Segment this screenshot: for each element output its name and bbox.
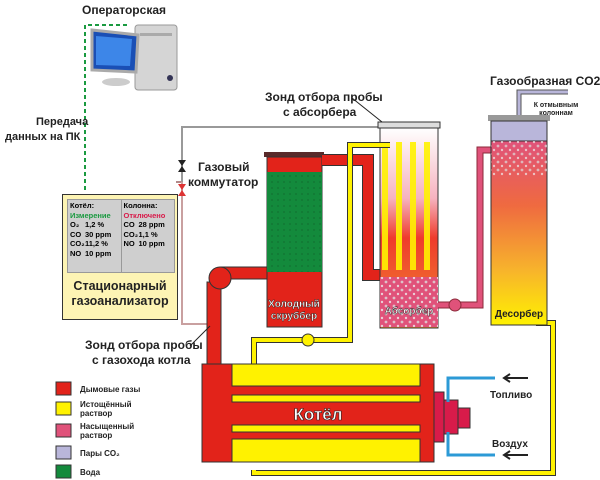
flue-gas-pipe <box>206 281 222 367</box>
absorber-label: Абсорбер <box>385 305 434 317</box>
gas-analyzer-title-line: Стационарный <box>73 279 167 293</box>
absorber-probe-pointer <box>351 97 383 123</box>
column-header: Колонна: <box>123 201 158 210</box>
legend-label: Пары CO₂ <box>80 449 120 458</box>
legend-label: раствор <box>80 431 112 440</box>
fuel-line <box>446 376 495 402</box>
legend <box>55 381 72 479</box>
gas-switch-label: Газовый <box>198 160 249 174</box>
co2-outlet-pipe <box>517 90 568 115</box>
pump-icon <box>301 333 315 347</box>
reading-name: O₂ <box>70 220 80 229</box>
air-line <box>446 432 495 457</box>
boiler-sample-line <box>181 182 210 325</box>
legend-swatch-co2 <box>55 445 72 460</box>
reading-name: CO <box>70 229 82 239</box>
gaseous-co2-label: Газообразная CO2 <box>490 74 600 88</box>
arrow-left-icon <box>502 373 528 383</box>
boiler-header: Котёл: <box>70 201 95 210</box>
legend-swatch-flue-gas <box>55 381 72 396</box>
gas-analyzer-title: Стационарный газоанализатор <box>63 279 177 309</box>
absorber-probe-label: Зонд отбора пробы <box>265 90 383 104</box>
boiler-label: Котёл <box>294 405 343 424</box>
reading-value: 10 ppm <box>85 248 112 258</box>
legend-label: Истощённый <box>80 400 132 409</box>
cold-scrubber <box>264 152 324 328</box>
gas-analyzer-title-line: газоанализатор <box>71 294 169 308</box>
legend-swatch-water <box>55 464 72 479</box>
arrow-left-icon <box>502 450 528 460</box>
legend-label: Дымовые газы <box>80 385 141 394</box>
legend-label: Насыщенный <box>80 422 134 431</box>
to-wash-columns-label: К отмывным <box>534 102 579 109</box>
rich-solution-pipe <box>438 147 492 308</box>
boiler-probe-label: Зонд отбора пробы <box>85 338 203 352</box>
fuel-label: Топливо <box>490 390 532 401</box>
lean-solution-pipe <box>252 143 390 365</box>
reading-value: 10 ppm <box>138 239 165 248</box>
computer-icon <box>90 24 178 91</box>
to-wash-columns-label: колоннам <box>539 110 573 117</box>
reading-name: CO₂ <box>123 229 139 239</box>
cold-scrubber-label: Холодный <box>268 299 320 310</box>
boiler <box>201 363 471 463</box>
reading-value: 1,2 % <box>85 220 105 229</box>
data-transfer-label: Передача <box>36 116 89 128</box>
gas-switch-valve-icon[interactable] <box>178 160 186 196</box>
reading-value: 28 ppm <box>138 220 165 229</box>
absorber-probe-label: с абсорбера <box>283 105 357 119</box>
operator-room-label: Операторская <box>82 3 166 17</box>
data-link-line <box>84 24 130 190</box>
legend-swatch-rich <box>55 423 72 438</box>
boiler-probe-pointer <box>189 325 211 347</box>
column-status: Отключено <box>123 210 166 220</box>
cold-scrubber-label: скруббер <box>271 310 317 322</box>
desorber-label: Десорбер <box>495 308 543 320</box>
pump-icon <box>448 298 462 312</box>
reading-name: CO <box>123 220 135 229</box>
boiler-status: Измерение <box>70 210 111 220</box>
absorber <box>377 121 441 329</box>
reading-value: 11,2 % <box>85 239 108 248</box>
data-transfer-label: данных на ПК <box>5 131 81 143</box>
legend-label: Вода <box>80 468 101 477</box>
legend-label: раствор <box>80 409 112 418</box>
boiler-probe-label: с газохода котла <box>92 353 191 367</box>
fan-icon <box>208 266 232 290</box>
desorber <box>488 115 550 326</box>
reading-name: CO₂ <box>70 239 85 248</box>
air-label: Воздух <box>492 439 528 450</box>
reading-name: NO <box>123 239 135 248</box>
legend-swatch-lean <box>55 401 72 416</box>
reading-name: NO <box>70 248 82 258</box>
reading-value: 30 ppm <box>85 229 112 239</box>
reading-value: 1,1 % <box>138 229 158 239</box>
gas-switch-label: коммутатор <box>188 175 258 189</box>
